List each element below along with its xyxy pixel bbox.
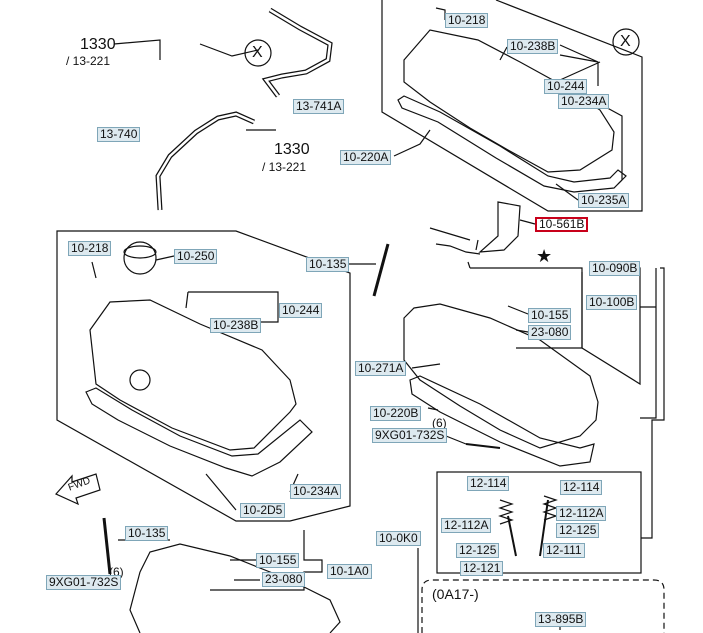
hose-13-740 [155,111,256,211]
valve-right [539,499,549,557]
part-label-10-155[interactable]: 10-155 [528,308,572,323]
part-label-13-741a[interactable]: 13-741A [293,99,345,114]
fwd-arrow [55,473,101,506]
x-mark-b: X [620,33,631,50]
stud-9xg01 [465,443,501,449]
part-label-10-218-left[interactable]: 10-218 [68,241,112,256]
part-label-10-090b[interactable]: 10-090B [589,261,641,276]
star-mark: ★ [536,246,553,266]
part-label-10-238b[interactable]: 10-238B [507,39,559,54]
hose-13-741a [261,7,333,98]
valve-left [507,515,517,557]
part-label-10-218[interactable]: 10-218 [445,13,489,28]
part-label-10-2d5[interactable]: 10-2D5 [240,503,286,518]
cylinder-head-bottom [129,543,341,633]
part-label-10-244[interactable]: 10-244 [544,79,588,94]
panel-head [581,267,641,386]
part-label-10-100b[interactable]: 10-100B [586,295,638,310]
part-label-12-114-a[interactable]: 12-114 [467,476,510,491]
part-label-9xg01-732s-bottom[interactable]: 9XG01-732S [46,575,122,590]
panel-valves [436,471,642,574]
cylinder-head [403,303,599,449]
oil-cap [123,241,157,275]
part-label-10-135[interactable]: 10-135 [306,257,350,272]
part-label-23-080[interactable]: 23-080 [528,325,572,340]
part-label-10-235a[interactable]: 10-235A [578,193,630,208]
spring-left [498,499,514,525]
part-label-13-740[interactable]: 13-740 [97,127,141,142]
part-label-12-125-b[interactable]: 12-125 [556,523,600,538]
part-label-12-112a-b[interactable]: 12-112A [556,506,607,521]
ref-1330-b[interactable]: 1330 [274,141,310,158]
part-label-10-220a[interactable]: 10-220A [340,150,392,165]
bracket [478,201,521,253]
part-label-10-271a[interactable]: 10-271A [355,361,407,376]
ref-13-221-b[interactable]: / 13-221 [262,160,307,174]
part-label-13-895b[interactable]: 13-895B [535,612,587,627]
gasket-top [397,95,627,193]
part-label-10-561b-highlighted[interactable]: 10-561B [535,217,589,232]
part-label-12-114-b[interactable]: 12-114 [560,480,603,495]
x-marker-b [612,28,640,56]
bolt-10-135-top [372,243,390,297]
part-label-12-125-a[interactable]: 12-125 [456,543,500,558]
part-label-12-111[interactable]: 12-111 [543,543,585,558]
part-label-12-112a-a[interactable]: 12-112A [441,518,492,533]
part-label-9xg01-732s[interactable]: 9XG01-732S [372,428,448,443]
part-label-10-155-bottom[interactable]: 10-155 [256,553,300,568]
part-label-10-1a0[interactable]: 10-1A0 [327,564,372,579]
part-label-10-238b-left[interactable]: 10-238B [210,318,262,333]
part-label-10-234a-left[interactable]: 10-234A [290,484,342,499]
part-label-10-244-left[interactable]: 10-244 [279,303,323,318]
part-label-10-220b[interactable]: 10-220B [370,406,422,421]
part-label-12-121[interactable]: 12-121 [460,561,504,576]
valve-cover-top [403,29,615,173]
bolt-10-135-bottom [102,517,112,575]
part-label-23-080-bottom[interactable]: 23-080 [262,572,306,587]
ref-13-221-a[interactable]: / 13-221 [66,54,111,68]
part-label-10-250[interactable]: 10-250 [174,249,218,264]
gasket-left [85,387,313,477]
variant-label: (0A17-) [432,586,479,602]
panel-cover-b [56,230,351,522]
x-mark-a: X [252,44,263,61]
panel-variant [421,579,665,633]
part-label-10-234a[interactable]: 10-234A [558,94,610,109]
valve-cover-left [89,299,297,451]
quantity-6-a: (6) [432,416,447,430]
panel-cover-a [381,0,643,212]
part-label-10-135-bottom[interactable]: 10-135 [125,526,169,541]
part-label-10-0k0[interactable]: 10-0K0 [376,531,421,546]
ref-1330-a[interactable]: 1330 [80,36,116,53]
